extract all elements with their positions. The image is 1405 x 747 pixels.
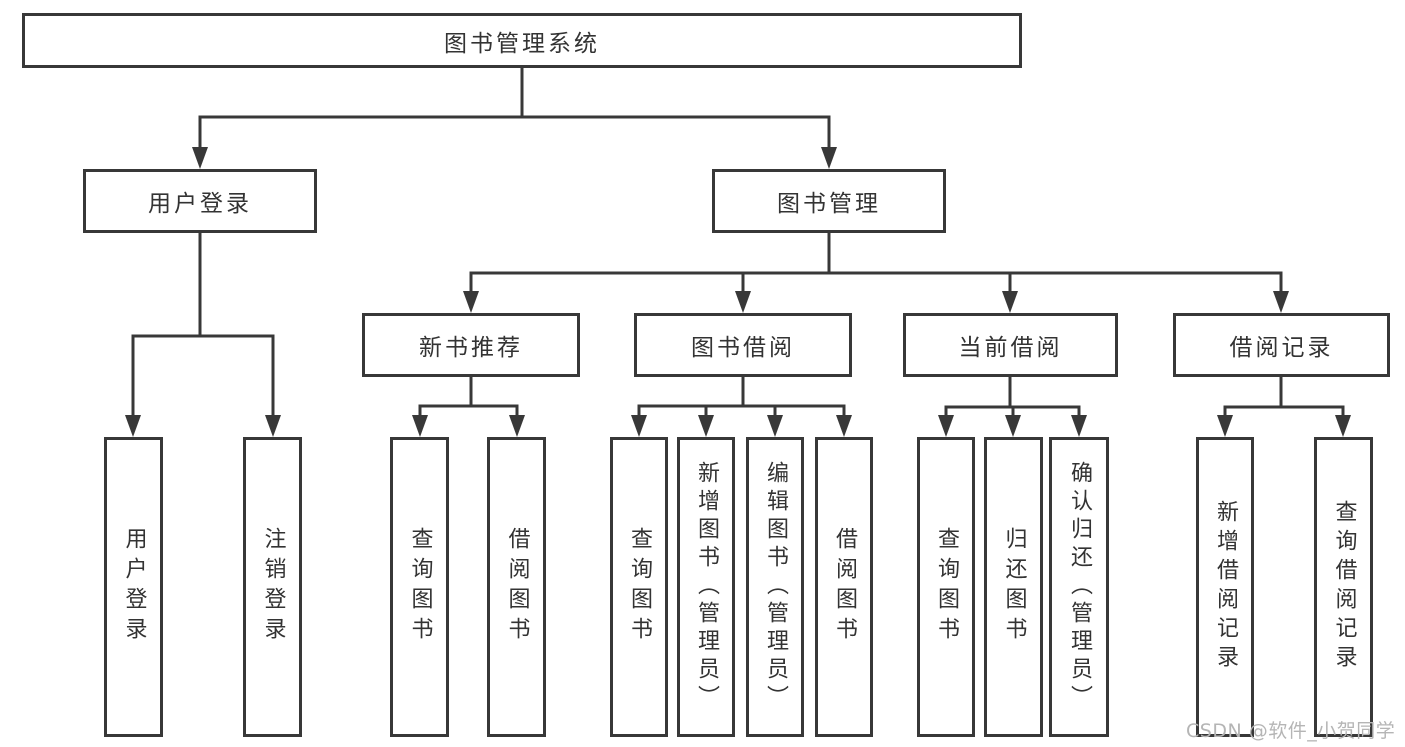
node-book-management: 图书管理 [712,169,946,233]
leaf-query-borrow-record: 查询借阅记录 [1314,437,1373,737]
node-borrowing-records: 借阅记录 [1173,313,1390,377]
csdn-watermark: CSDN @软件_小贺同学 [1186,720,1396,742]
node-new-book-recommend: 新书推荐 [362,313,580,377]
node-user-login: 用户登录 [83,169,317,233]
leaf-logout: 注销登录 [243,437,302,737]
node-current-borrowing: 当前借阅 [903,313,1118,377]
node-book-borrowing: 图书借阅 [634,313,852,377]
node-root-system: 图书管理系统 [22,13,1022,68]
arrowheads [125,147,1351,437]
leaf-query-books-recommend: 查询图书 [390,437,449,737]
connector-segments [131,68,1345,416]
leaf-return-books: 归还图书 [984,437,1043,737]
leaf-confirm-return-admin: 确认归还（管理员） [1049,437,1109,737]
leaf-query-books-borrow: 查询图书 [610,437,668,737]
leaf-add-borrow-record: 新增借阅记录 [1196,437,1254,737]
leaf-edit-books-admin: 编辑图书（管理员） [746,437,804,737]
leaf-borrow-books: 借阅图书 [815,437,873,737]
leaf-query-books-current: 查询图书 [917,437,975,737]
leaf-borrow-books-recommend: 借阅图书 [487,437,546,737]
leaf-user-login: 用户登录 [104,437,163,737]
leaf-add-books-admin: 新增图书（管理员） [677,437,735,737]
